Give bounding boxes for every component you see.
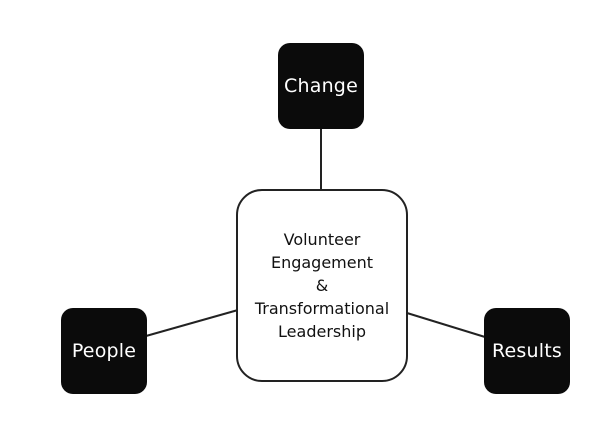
center-line-5: Leadership <box>278 322 366 341</box>
center-line-1: Volunteer <box>283 230 361 249</box>
connector-right <box>406 312 486 338</box>
center-line-4: Transformational <box>254 299 390 318</box>
node-people-label: People <box>71 340 137 362</box>
node-change-label: Change <box>284 75 358 97</box>
node-results: Results <box>484 308 570 394</box>
node-people: People <box>61 308 147 394</box>
center-line-3: & <box>315 276 329 295</box>
center-line-2: Engagement <box>270 253 374 272</box>
connector-left <box>145 309 239 337</box>
node-results-label: Results <box>491 340 562 362</box>
node-change: Change <box>278 43 364 129</box>
node-center: Volunteer Engagement & Transformational … <box>236 189 408 382</box>
